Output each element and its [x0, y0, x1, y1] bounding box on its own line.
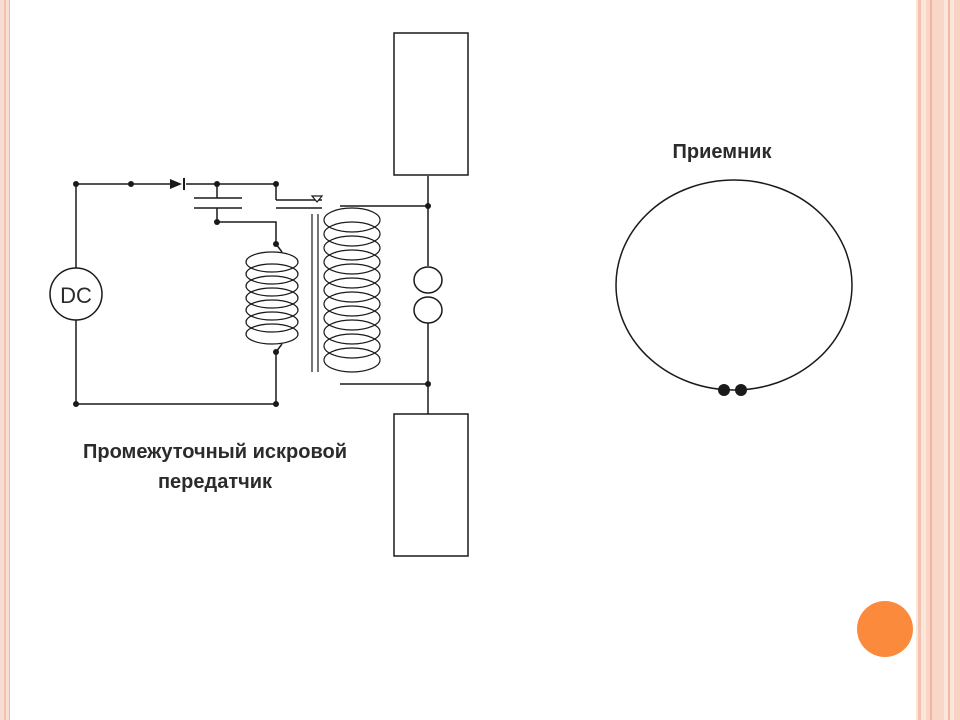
secondary-coil	[323, 207, 381, 373]
dc-source-label: DC	[60, 283, 92, 308]
circuit-wires	[75, 176, 429, 414]
left-border-decoration	[0, 0, 10, 720]
dc-source: DC	[49, 267, 103, 321]
receiver-label: Приемник	[673, 141, 773, 163]
right-border-decoration	[916, 0, 960, 720]
spark-gap-symbol	[310, 195, 324, 203]
transmitter-label-line1: Промежуточный искровой	[83, 441, 347, 463]
bottom-capacity-plate	[393, 413, 469, 557]
transformer-core	[311, 214, 319, 372]
top-capacity-plate	[393, 32, 469, 176]
transmitter-label-line2: передатчик	[158, 471, 273, 493]
receiver-loop	[615, 179, 853, 396]
junction-dots	[73, 181, 431, 407]
orange-accent-circle	[857, 601, 913, 657]
spark-gap-balls	[413, 266, 443, 324]
primary-coil	[245, 251, 299, 345]
diode-symbol	[170, 178, 185, 190]
